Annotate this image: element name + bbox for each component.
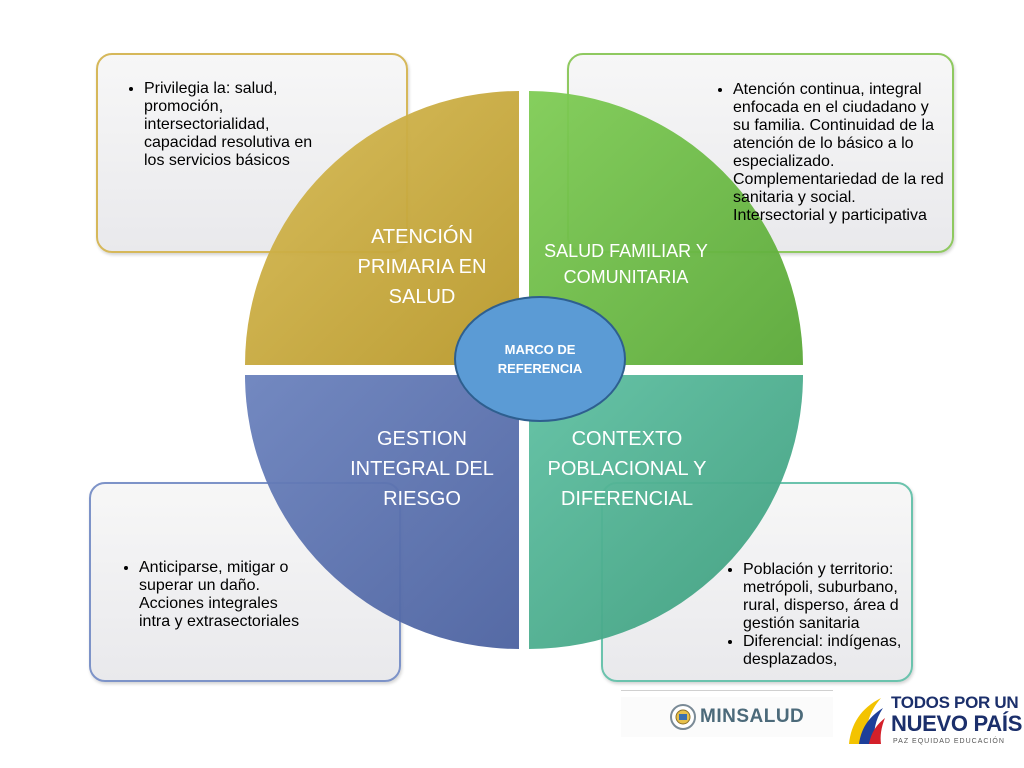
bullet-item: Atención continua, integral enfocada en … xyxy=(733,81,948,225)
quadrant-bottom-right xyxy=(529,375,803,649)
callout-text-bottom-left: Anticiparse, mitigar o superar un daño. … xyxy=(99,543,309,647)
center-label: MARCO DE REFERENCIA xyxy=(497,342,583,376)
minsalud-wordmark: MINSALUD xyxy=(700,706,805,727)
minsalud-logo xyxy=(621,697,833,737)
quadrant-title-bottom-left: GESTION INTEGRAL DEL RIESGO xyxy=(350,428,494,510)
callout-text-top-left: Privilegia la: salud, promoción, interse… xyxy=(104,64,314,186)
todos-logo-tagline: PAZ EQUIDAD EDUCACIÓN xyxy=(893,738,1005,745)
todos-por-un-nuevo-pais-logo xyxy=(849,698,885,744)
bullet-item: Diferencial: indígenas, desplazados, xyxy=(743,633,903,669)
todos-logo-line2: NUEVO PAÍS xyxy=(891,711,1023,736)
todos-logo-line1: TODOS POR UN xyxy=(891,693,1019,712)
quadrant-bottom-left xyxy=(245,375,519,649)
quadrant-title-top-right: SALUD FAMILIAR Y COMUNITARIA xyxy=(544,241,708,287)
center-ellipse xyxy=(454,296,626,422)
bullet-item: Población y territorio: metrópoli, subur… xyxy=(743,561,903,633)
bullet-item: Anticiparse, mitigar o superar un daño. … xyxy=(139,559,309,631)
bullet-item: Privilegia la: salud, promoción, interse… xyxy=(144,80,314,170)
flag-swoosh-icon xyxy=(849,698,881,744)
quadrant-title-top-left: ATENCIÓN PRIMARIA EN SALUD xyxy=(357,226,487,308)
callout-text-bottom-right: Población y territorio: metrópoli, subur… xyxy=(703,545,903,685)
quadrant-top-right xyxy=(529,91,803,365)
footer-divider xyxy=(621,690,833,691)
quadrant-top-left xyxy=(245,91,519,365)
callout-text-top-right: Atención continua, integral enfocada en … xyxy=(693,65,948,241)
quadrant-title-bottom-right: CONTEXTO POBLACIONAL Y DIFERENCIAL xyxy=(547,428,707,510)
